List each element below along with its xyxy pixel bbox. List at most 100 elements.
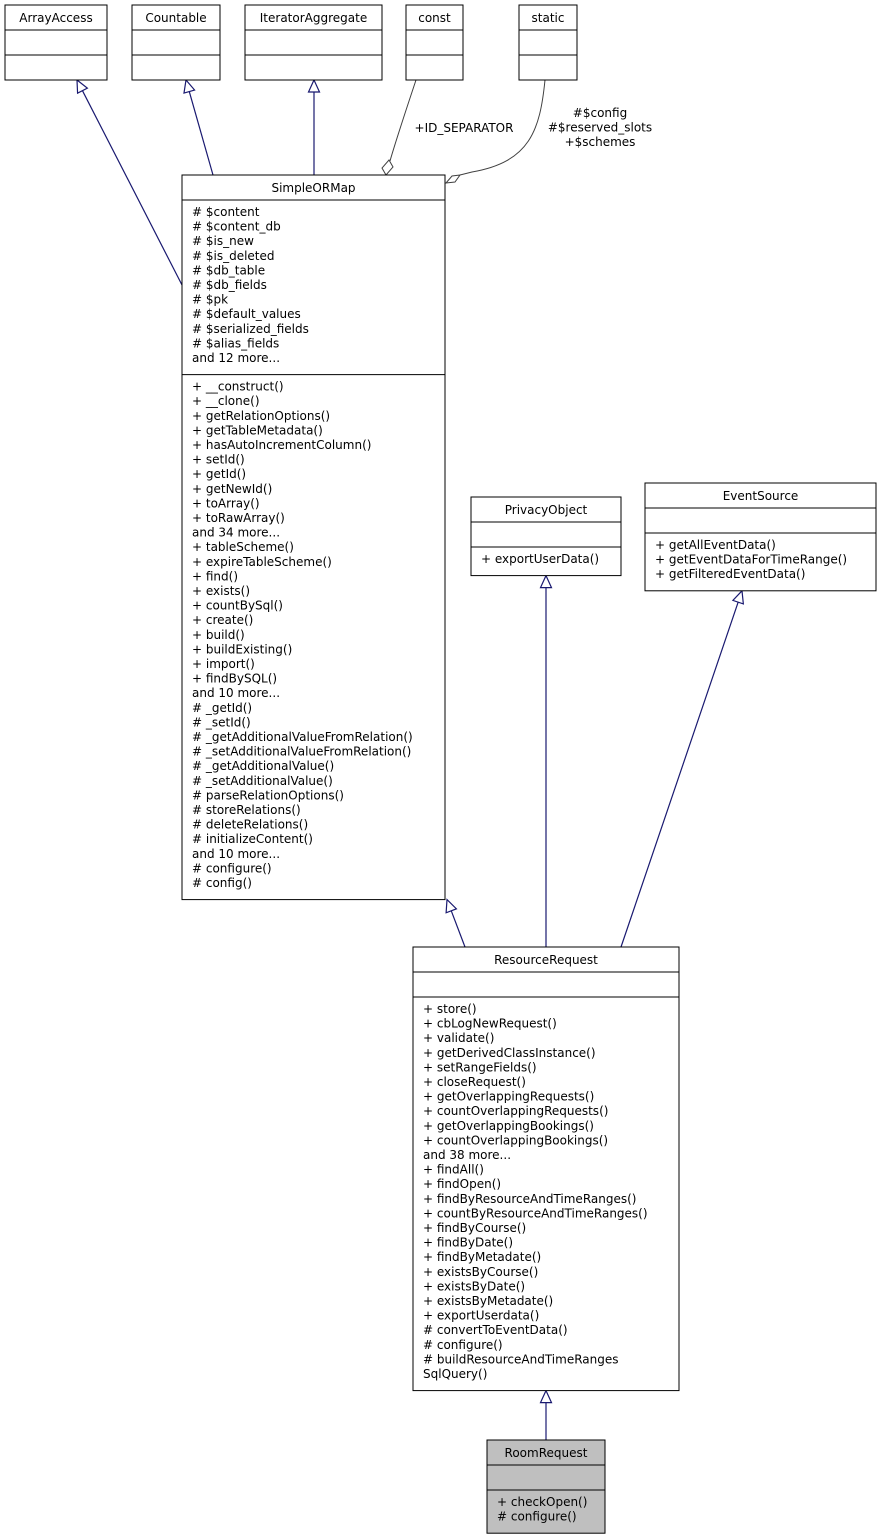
method-item: + findByCourse() <box>423 1221 526 1235</box>
method-item: # configure() <box>423 1338 503 1352</box>
edge-resourcerequest-privacyobject-arrowhead <box>539 574 553 589</box>
edge-resourcerequest-simpleormap-arrowhead <box>445 898 458 914</box>
class-countable[interactable]: Countable <box>131 4 221 81</box>
aggregation-diamond <box>444 174 462 184</box>
attribute-item: # $is_new <box>192 234 254 248</box>
class-name: ArrayAccess <box>19 11 92 25</box>
method-item: + cbLogNewRequest() <box>423 1017 557 1031</box>
attribute-item: # $default_values <box>192 307 301 321</box>
method-item: # parseRelationOptions() <box>192 788 344 802</box>
method-item: + findOpen() <box>423 1177 501 1191</box>
class-box <box>518 4 578 81</box>
method-item: + countByResourceAndTimeRanges() <box>423 1206 648 1220</box>
method-item: # config() <box>192 876 252 890</box>
class-box <box>644 482 877 592</box>
edge-resourcerequest-eventsource <box>620 601 739 948</box>
class-name: const <box>418 11 451 25</box>
method-item: + store() <box>423 1002 477 1016</box>
method-item: + tableScheme() <box>192 540 294 554</box>
method-item: + validate() <box>423 1031 494 1045</box>
attribute-item: # $db_table <box>192 263 265 277</box>
method-item: # initializeContent() <box>192 832 313 846</box>
method-item: # _setAdditionalValue() <box>192 774 333 788</box>
method-item: + create() <box>192 613 253 627</box>
class-box <box>4 4 108 81</box>
method-item: + setRangeFields() <box>423 1060 537 1074</box>
class-iterator-aggregate[interactable]: IteratorAggregate <box>244 4 383 81</box>
class-name: EventSource <box>723 489 799 503</box>
method-item: + findBySQL() <box>192 672 277 686</box>
class-const[interactable]: const <box>405 4 464 81</box>
class-name: IteratorAggregate <box>260 11 367 25</box>
edge-resourcerequest-simpleormap <box>450 910 466 948</box>
class-box <box>244 4 383 81</box>
method-item: # _getAdditionalValue() <box>192 759 334 773</box>
method-item: + getRelationOptions() <box>192 409 330 423</box>
class-box <box>181 174 446 901</box>
edge-simpleormap-countable-line <box>188 91 214 176</box>
edge-resourcerequest-simpleormap-line <box>450 910 466 948</box>
edge-simpleormap-arrayaccess <box>81 90 183 286</box>
method-item: + getId() <box>192 467 246 481</box>
method-item: + toArray() <box>192 496 260 510</box>
method-item: # configure() <box>497 1510 577 1524</box>
class-name: static <box>532 11 565 25</box>
attribute-item: # $content_db <box>192 220 281 234</box>
class-name: PrivacyObject <box>505 503 588 517</box>
attribute-item: and 12 more... <box>192 351 280 365</box>
attribute-item: # $is_deleted <box>192 249 275 263</box>
method-item: + closeRequest() <box>423 1075 526 1089</box>
association-label: #$config <box>573 106 627 120</box>
class-event-source[interactable]: EventSource+ getAllEventData()+ getEvent… <box>644 482 877 592</box>
method-item: + findByDate() <box>423 1236 513 1250</box>
method-item: + __construct() <box>192 380 284 394</box>
association-label: +ID_SEPARATOR <box>415 121 514 135</box>
edge-simpleormap-countable-arrowhead <box>183 78 196 94</box>
method-item: # buildResourceAndTimeRanges <box>423 1352 619 1366</box>
association-labels: +ID_SEPARATOR #$config#$reserved_slots+$s… <box>415 106 653 149</box>
method-item: + setId() <box>192 453 245 467</box>
method-item: + existsByDate() <box>423 1279 525 1293</box>
method-item: + checkOpen() <box>497 1495 587 1509</box>
association-label: +$schemes <box>565 135 636 149</box>
method-item: # _getId() <box>192 701 252 715</box>
class-simple-orm-map[interactable]: SimpleORMap# $content# $content_db# $is_… <box>181 174 446 901</box>
method-item: + exportUserData() <box>481 552 599 566</box>
class-box <box>412 946 680 1392</box>
method-item: + countOverlappingRequests() <box>423 1104 608 1118</box>
aggregation-diamond <box>381 159 394 176</box>
method-item: + import() <box>192 657 255 671</box>
class-array-access[interactable]: ArrayAccess <box>4 4 108 81</box>
method-item: + getOverlappingBookings() <box>423 1119 594 1133</box>
method-item: # configure() <box>192 861 272 875</box>
association-label: #$reserved_slots <box>548 121 652 135</box>
method-item: + getOverlappingRequests() <box>423 1090 594 1104</box>
attribute-item: # $content <box>192 205 260 219</box>
method-item: SqlQuery() <box>423 1367 487 1381</box>
edge-const-association <box>389 79 417 162</box>
edge-roomrequest-resourcerequest-arrowhead <box>539 1389 553 1404</box>
class-room-request[interactable]: RoomRequest+ checkOpen()# configure() <box>486 1439 606 1534</box>
class-box <box>486 1439 606 1534</box>
edge-simpleormap-arrayaccess-arrowhead <box>76 78 89 95</box>
method-item: # _setAdditionalValueFromRelation() <box>192 745 411 759</box>
method-item: # convertToEventData() <box>423 1323 568 1337</box>
method-item: and 34 more... <box>192 526 280 540</box>
class-resource-request[interactable]: ResourceRequest+ store()+ cbLogNewReques… <box>412 946 680 1392</box>
attribute-item: # $serialized_fields <box>192 322 309 336</box>
method-item: + exists() <box>192 584 250 598</box>
class-privacy-object[interactable]: PrivacyObject + exportUserData() <box>470 496 622 577</box>
method-item: + countOverlappingBookings() <box>423 1133 608 1147</box>
edge-simpleormap-countable <box>188 91 214 176</box>
method-item: + exportUserdata() <box>423 1309 539 1323</box>
method-item: + getEventDataForTimeRange() <box>655 553 847 567</box>
attribute-item: # $db_fields <box>192 278 267 292</box>
method-item: + find() <box>192 569 238 583</box>
method-item: + findByResourceAndTimeRanges() <box>423 1192 636 1206</box>
method-item: + getTableMetadata() <box>192 423 323 437</box>
class-static[interactable]: static <box>518 4 578 81</box>
method-item: + build() <box>192 628 245 642</box>
edge-resourcerequest-eventsource-arrowhead <box>731 589 745 605</box>
method-item: + findAll() <box>423 1163 484 1177</box>
